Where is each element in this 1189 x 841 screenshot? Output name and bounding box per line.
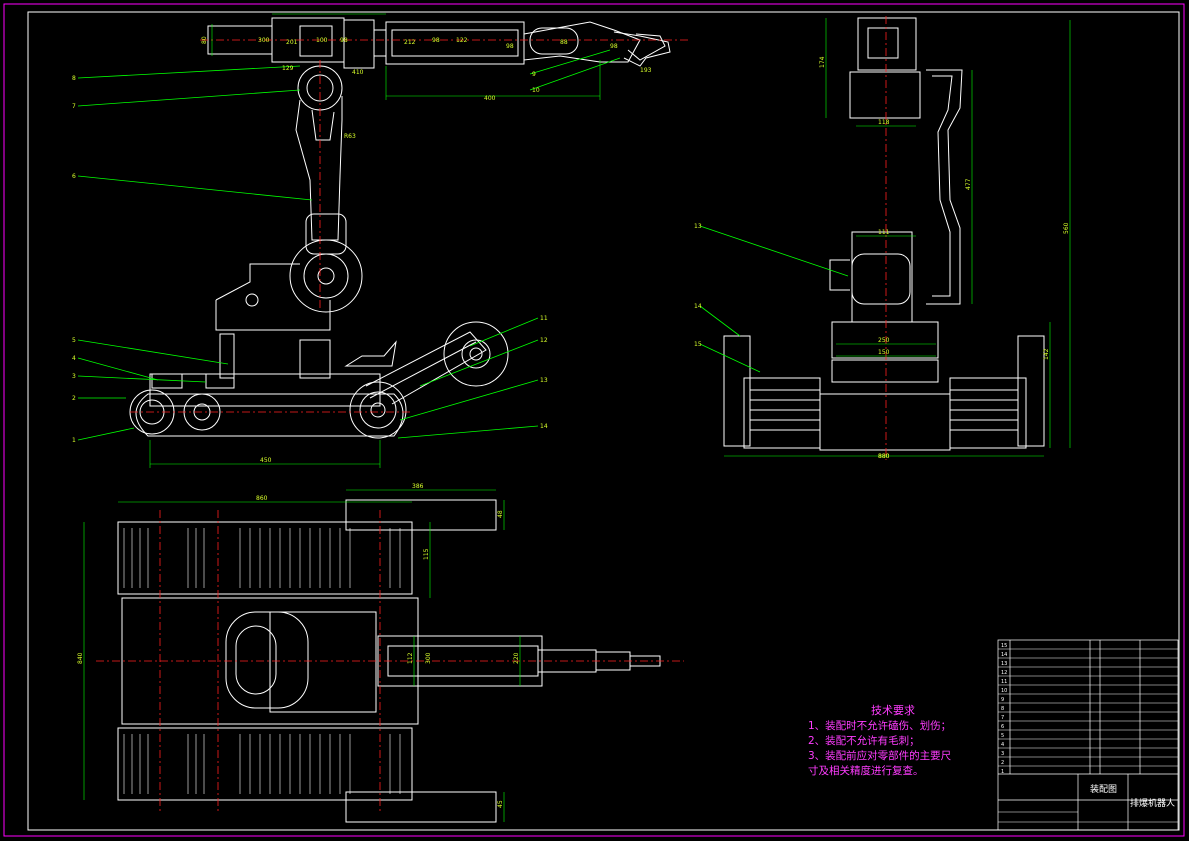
bom-row-numbers: 15 14 13 12 11 10 9 8 7 6 5 4 3 2 1: [1001, 643, 1007, 775]
technical-requirement-1: 1、装配时不允许磕伤、划伤；: [808, 720, 952, 732]
dimension-text: 98: [340, 37, 348, 44]
technical-requirements-title: 技术要求: [871, 704, 915, 717]
part-number-label: 1: [72, 437, 76, 444]
bom-row-number: 3: [1001, 751, 1004, 757]
dimension-text: 880: [878, 453, 890, 460]
title-block: [997, 639, 1179, 831]
dimension-text: 80: [201, 36, 208, 44]
part-number-label: 12: [540, 337, 548, 344]
title-block-rows: [998, 648, 1178, 823]
part-number-label: 14: [694, 303, 702, 310]
product-name: 排爆机器人: [1130, 797, 1175, 809]
bom-row-number: 8: [1001, 706, 1004, 712]
top-dimension-texts: 860 386 48 115 840 112 300 220 45: [77, 483, 520, 808]
part-number-label: 13: [694, 223, 702, 230]
dimension-text: 193: [640, 67, 652, 74]
dimension-text: 98: [610, 43, 618, 50]
dimension-text: 98: [506, 43, 514, 50]
dimension-text: R63: [344, 133, 356, 140]
bom-row-number: 6: [1001, 724, 1004, 730]
dimension-text: 300: [258, 37, 270, 44]
top-centerlines: [96, 510, 684, 812]
bom-row-number: 5: [1001, 733, 1004, 739]
part-number-label: 2: [72, 395, 76, 402]
front-part-labels: 8 7 6 5 4 3 2 1 9 10 11 12 13 14: [72, 71, 548, 444]
dimension-text: 100: [316, 37, 328, 44]
dimension-text: 150: [878, 349, 890, 356]
dimension-text: 174: [819, 56, 826, 68]
dimension-text: 201: [286, 39, 298, 46]
technical-requirement-3: 3、装配前应对零部件的主要尺: [808, 750, 952, 762]
dimension-text: 410: [352, 69, 364, 76]
front-view: [129, 17, 671, 439]
dimension-text: 142: [1043, 348, 1050, 360]
part-number-label: 3: [72, 373, 76, 380]
dimension-text: 477: [965, 178, 972, 190]
part-number-label: 10: [532, 87, 540, 94]
part-number-label: 8: [72, 75, 76, 82]
dimension-text: 560: [1063, 222, 1070, 234]
dimension-text: 400: [484, 95, 496, 102]
drawing-frame: [27, 11, 1180, 831]
front-centerlines: [130, 39, 690, 413]
top-tread-hatch: [123, 528, 401, 794]
dimension-text: 880: [878, 453, 890, 460]
front-dim-lines: [149, 13, 601, 468]
dimension-text: 212: [404, 39, 416, 46]
side-dim-lines: [724, 18, 1071, 457]
part-number-label: 9: [532, 71, 536, 78]
part-number-label: 4: [72, 355, 76, 362]
dimension-text: 122: [456, 37, 468, 44]
dimension-text: 118: [878, 119, 890, 126]
dimension-text: 840: [77, 652, 84, 664]
dimension-text: 98: [432, 37, 440, 44]
drawing-name: 装配图: [1090, 783, 1117, 795]
part-number-label: 6: [72, 173, 76, 180]
part-number-label: 15: [694, 341, 702, 348]
bom-row-number: 1: [1001, 769, 1004, 775]
bom-row-number: 12: [1001, 670, 1007, 676]
bom-row-number: 4: [1001, 742, 1004, 748]
dimension-text: 111: [878, 229, 890, 236]
dimension-text: 88: [560, 39, 568, 46]
part-number-label: 13: [540, 377, 548, 384]
bom-row-number: 10: [1001, 688, 1007, 694]
dimension-text: 112: [407, 652, 414, 664]
dimension-text: 300: [425, 652, 432, 664]
side-view: [723, 17, 1045, 451]
part-number-label: 11: [540, 315, 548, 322]
technical-requirement-2: 2、装配不允许有毛刺；: [808, 735, 920, 747]
side-part-labels: 13 14 15: [694, 223, 702, 348]
part-number-label: 14: [540, 423, 548, 430]
top-dim-lines: [83, 489, 521, 822]
dimension-text: 450: [260, 457, 272, 464]
dimension-text: 48: [497, 510, 504, 518]
dimension-text: 220: [513, 652, 520, 664]
bom-row-number: 9: [1001, 697, 1004, 703]
technical-requirements: 技术要求 1、装配时不允许磕伤、划伤； 2、装配不允许有毛刺； 3、装配前应对零…: [808, 703, 978, 779]
dimension-text: 129: [282, 65, 294, 72]
part-number-label: 5: [72, 337, 76, 344]
bom-row-number: 13: [1001, 661, 1007, 667]
dimension-text: 860: [256, 495, 268, 502]
bom-row-number: 11: [1001, 679, 1007, 685]
side-leaders: [699, 225, 849, 373]
dimension-text: 45: [497, 800, 504, 808]
technical-requirement-4: 寸及相关精度进行复查。: [808, 765, 924, 777]
bom-row-number: 15: [1001, 643, 1007, 649]
dimension-text: 386: [412, 483, 424, 490]
bom-row-number: 2: [1001, 760, 1004, 766]
front-leaders: [77, 49, 621, 441]
bom-row-number: 14: [1001, 652, 1007, 658]
bom-row-number: 7: [1001, 715, 1004, 721]
part-number-label: 7: [72, 103, 76, 110]
outer-sheet-border: [3, 3, 1185, 837]
dimension-text: 115: [423, 548, 430, 560]
dimension-text: 250: [878, 337, 890, 344]
